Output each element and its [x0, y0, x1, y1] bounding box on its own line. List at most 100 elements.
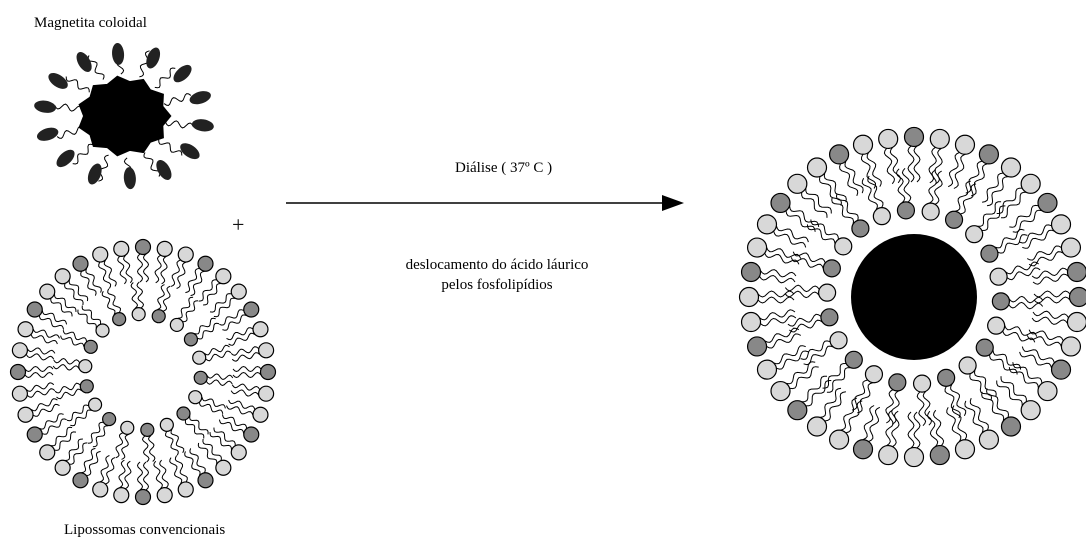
lipid-tail [913, 411, 921, 449]
lipid-head-inner [864, 365, 884, 384]
lipid-tail [124, 460, 132, 490]
lipid-head-outer [177, 246, 194, 263]
lipid-tail [835, 193, 859, 221]
lipid-tail [824, 391, 846, 422]
lipid-tail [53, 357, 81, 365]
lipid-head-inner [95, 323, 110, 338]
lipid-head-inner [921, 202, 940, 221]
lipid-tail [232, 365, 262, 373]
lipid-head-inner [872, 207, 891, 226]
lipid-tail [764, 252, 800, 265]
lipid-head-outer [134, 238, 152, 256]
lipid-tail [105, 457, 116, 485]
lipid-tail [203, 283, 222, 306]
lipid-tail [194, 317, 216, 335]
lipid-tail [206, 373, 234, 381]
lipid-tail [52, 363, 80, 371]
lipid-tail [198, 402, 224, 414]
lipid-head-outer [54, 459, 71, 476]
lipid-head-outer [72, 472, 89, 489]
surfactant-tail [72, 143, 94, 165]
surfactant-head [189, 91, 211, 105]
plus-sign: + [232, 212, 245, 237]
lipid-head-outer [17, 406, 34, 423]
lipid-tail [1033, 296, 1071, 304]
surfactant-head [123, 167, 136, 190]
lipid-tail [226, 405, 254, 416]
lipid-head-outer [978, 429, 1000, 450]
lipid-head-outer [806, 157, 828, 178]
lipid-head-outer [1000, 157, 1022, 178]
lipid-tail [946, 407, 962, 442]
lipid-head-outer [92, 246, 109, 263]
lipid-head-outer [252, 406, 269, 423]
lipid-tail [969, 397, 989, 431]
surfactant-tail [54, 103, 83, 112]
lipid-tail [1028, 329, 1064, 342]
lipid-tail [926, 410, 939, 447]
lipid-tail [103, 259, 117, 287]
lipid-tail [773, 345, 806, 365]
lipid-head-outer [954, 134, 976, 155]
lipid-head-outer [828, 144, 850, 165]
lipid-tail [1005, 261, 1039, 275]
lipid-head-outer [770, 192, 791, 214]
lipid-tail [136, 281, 145, 309]
lipid-tail [101, 290, 116, 316]
lipid-tail [219, 309, 244, 326]
lipid-tail [1008, 301, 1044, 310]
lipid-tail [205, 350, 232, 362]
lipid-tail [26, 382, 55, 392]
lipid-tail [232, 371, 262, 379]
lipid-tail [197, 322, 220, 340]
lipid-head-outer [1020, 173, 1041, 194]
lipid-tail [115, 432, 124, 459]
lipid-tail [819, 387, 842, 418]
lipid-tail [218, 419, 245, 434]
lipid-tail [860, 154, 877, 189]
lipid-tail [773, 230, 807, 248]
lipid-tail [801, 192, 828, 218]
lipid-head-outer [230, 283, 247, 300]
lipid-head-outer [243, 426, 260, 443]
lipid-tail [1032, 310, 1069, 320]
lipid-tail [775, 225, 809, 243]
lipid-head-outer [1066, 311, 1086, 333]
surfactant-head [191, 119, 214, 132]
lipid-tail [826, 367, 851, 393]
surfactant-head [112, 42, 125, 65]
lipid-tail [1033, 290, 1071, 298]
lipid-tail [222, 314, 247, 331]
lipid-head-inner [140, 422, 155, 437]
lipid-tail [162, 285, 171, 312]
lipid-tail [160, 255, 168, 285]
lipid-tail [845, 400, 863, 434]
lipid-tail [1012, 362, 1043, 384]
lipid-head-outer [9, 363, 27, 381]
lipid-head-inner [188, 390, 203, 405]
lipid-tail [1000, 191, 1027, 219]
lipid-tail [766, 247, 802, 259]
lipid-head-outer [740, 261, 762, 283]
lipid-tail [231, 383, 261, 391]
lipid-tail [954, 180, 971, 212]
surfactant-tail [165, 120, 194, 129]
lipid-tail [885, 409, 894, 447]
lipid-head-inner [102, 411, 117, 427]
conventional-liposome [9, 238, 277, 506]
lipid-head-inner [78, 359, 93, 374]
lipid-tail [785, 210, 816, 232]
lipid-head-outer [92, 481, 109, 498]
lipid-head-outer [215, 459, 232, 476]
lipid-tail [1008, 367, 1039, 389]
lipid-tail [50, 298, 73, 317]
displacement-label: deslocamento do ácido láurico pelos fosf… [372, 255, 622, 295]
lipid-tail [862, 405, 875, 441]
lipid-tail [789, 205, 820, 227]
lipid-tail [184, 419, 205, 439]
lipid-head-outer [903, 126, 925, 148]
lipid-head-outer [738, 286, 760, 308]
lipid-tail [228, 399, 256, 410]
lipid-tail [1031, 316, 1068, 325]
